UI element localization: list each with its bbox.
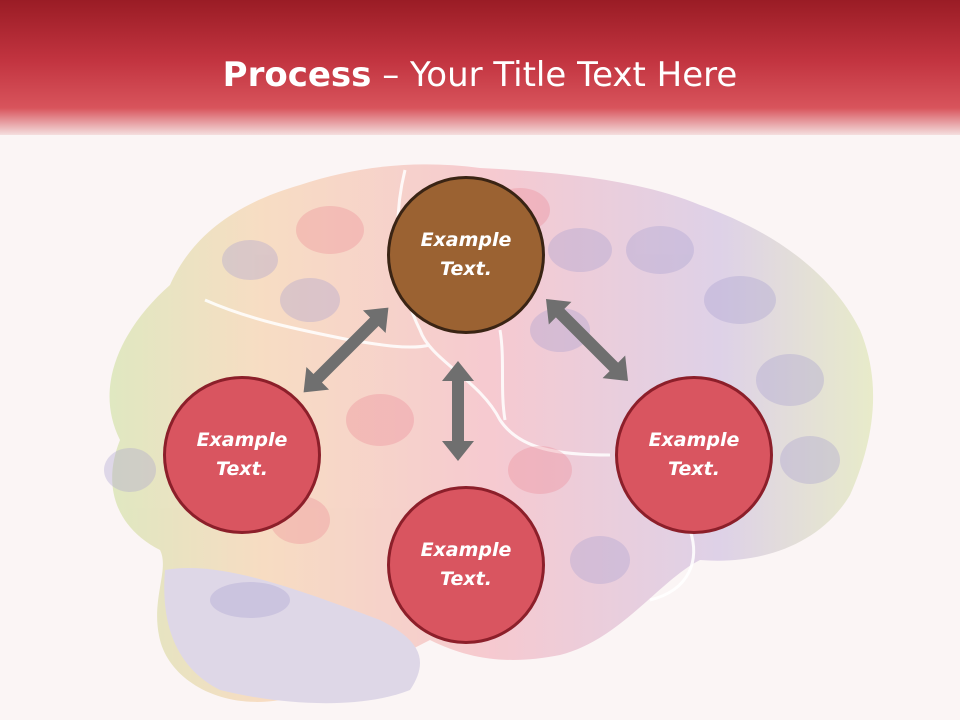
- node-right: Example Text.: [615, 376, 773, 534]
- arrow-vertical: [442, 361, 474, 461]
- title-dash: –: [371, 55, 411, 95]
- node-bottom: Example Text.: [387, 486, 545, 644]
- arrow-left-top: [303, 307, 389, 393]
- title-banner: [0, 0, 960, 135]
- node-top-label: Example Text.: [420, 229, 512, 280]
- brain-shape: [109, 164, 874, 702]
- node-left-label: Example Text.: [196, 429, 288, 480]
- node-left: Example Text.: [163, 376, 321, 534]
- arrow-top-right: [545, 298, 629, 382]
- arrows: [303, 298, 629, 461]
- node-right-label: Example Text.: [648, 429, 740, 480]
- node-bottom-label: Example Text.: [420, 539, 512, 590]
- title-bold: Process: [222, 55, 372, 95]
- title-rest: Your Title Text Here: [410, 55, 738, 95]
- node-top: Example Text.: [387, 176, 545, 334]
- cerebellum-shape: [164, 568, 420, 704]
- page-title: Process – Your Title Text Here: [0, 52, 960, 98]
